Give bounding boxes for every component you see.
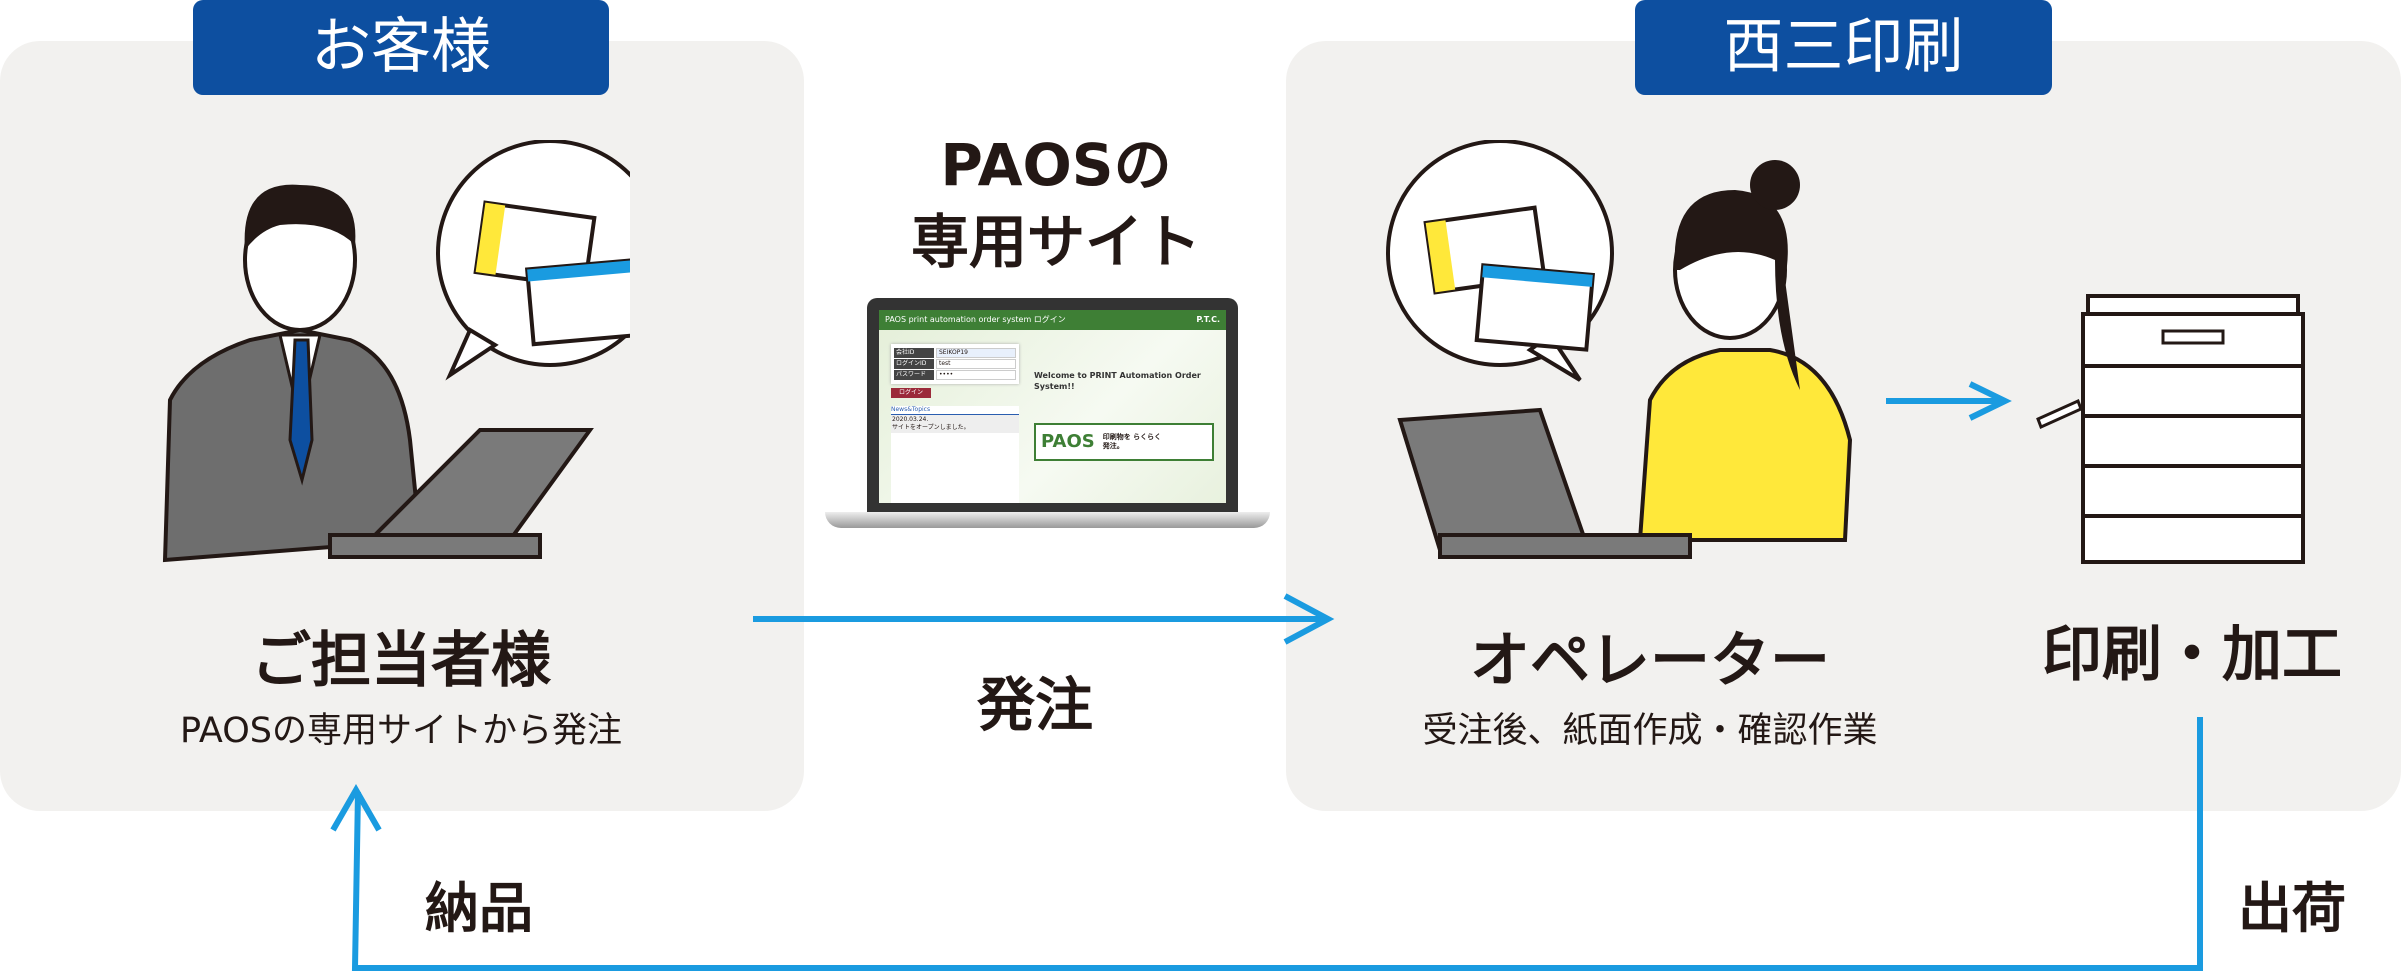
- process-label: 印刷・加工: [2042, 620, 2342, 690]
- deliver-label: 納品: [425, 877, 533, 940]
- ship-return-arrow: [330, 717, 2203, 971]
- login-button[interactable]: ログイン: [891, 388, 931, 398]
- site-title-line2: 専用サイト: [910, 208, 1202, 276]
- news-item[interactable]: サイトをオープンしました。: [892, 424, 970, 431]
- order-label: 発注: [976, 671, 1094, 739]
- printer-company-badge: 西三印刷: [1635, 0, 2052, 95]
- order-arrow: [753, 593, 1335, 645]
- news-panel: News&Topics 2020.03.24.サイトをオープンしました。: [891, 406, 1019, 503]
- site-title-line1: PAOSの: [940, 131, 1172, 199]
- customer-role: ご担当者様: [251, 626, 551, 696]
- customer-illustration: [162, 140, 630, 563]
- ship-label: 出荷: [2238, 877, 2346, 940]
- customer-badge: お客様: [193, 0, 609, 95]
- paos-banner: PAOS 印刷物を らくらく発注。: [1034, 423, 1214, 461]
- password-field[interactable]: ••••: [936, 370, 1016, 380]
- welcome-text: Welcome to PRINT Automation Order System…: [1034, 371, 1201, 391]
- laptop-base: [825, 512, 1270, 528]
- customer-desc: PAOSの専用サイトから発注: [180, 711, 622, 751]
- operator-role: オペレーター: [1470, 626, 1830, 696]
- operator-illustration: [1386, 140, 1853, 559]
- to-printer-arrow: [1886, 381, 2012, 421]
- operator-desc: 受注後、紙面作成・確認作業: [1422, 711, 1878, 751]
- company-id-field[interactable]: SEIKOP19: [936, 348, 1016, 358]
- printer-icon: [2036, 294, 2305, 564]
- login-id-field[interactable]: test: [936, 359, 1016, 369]
